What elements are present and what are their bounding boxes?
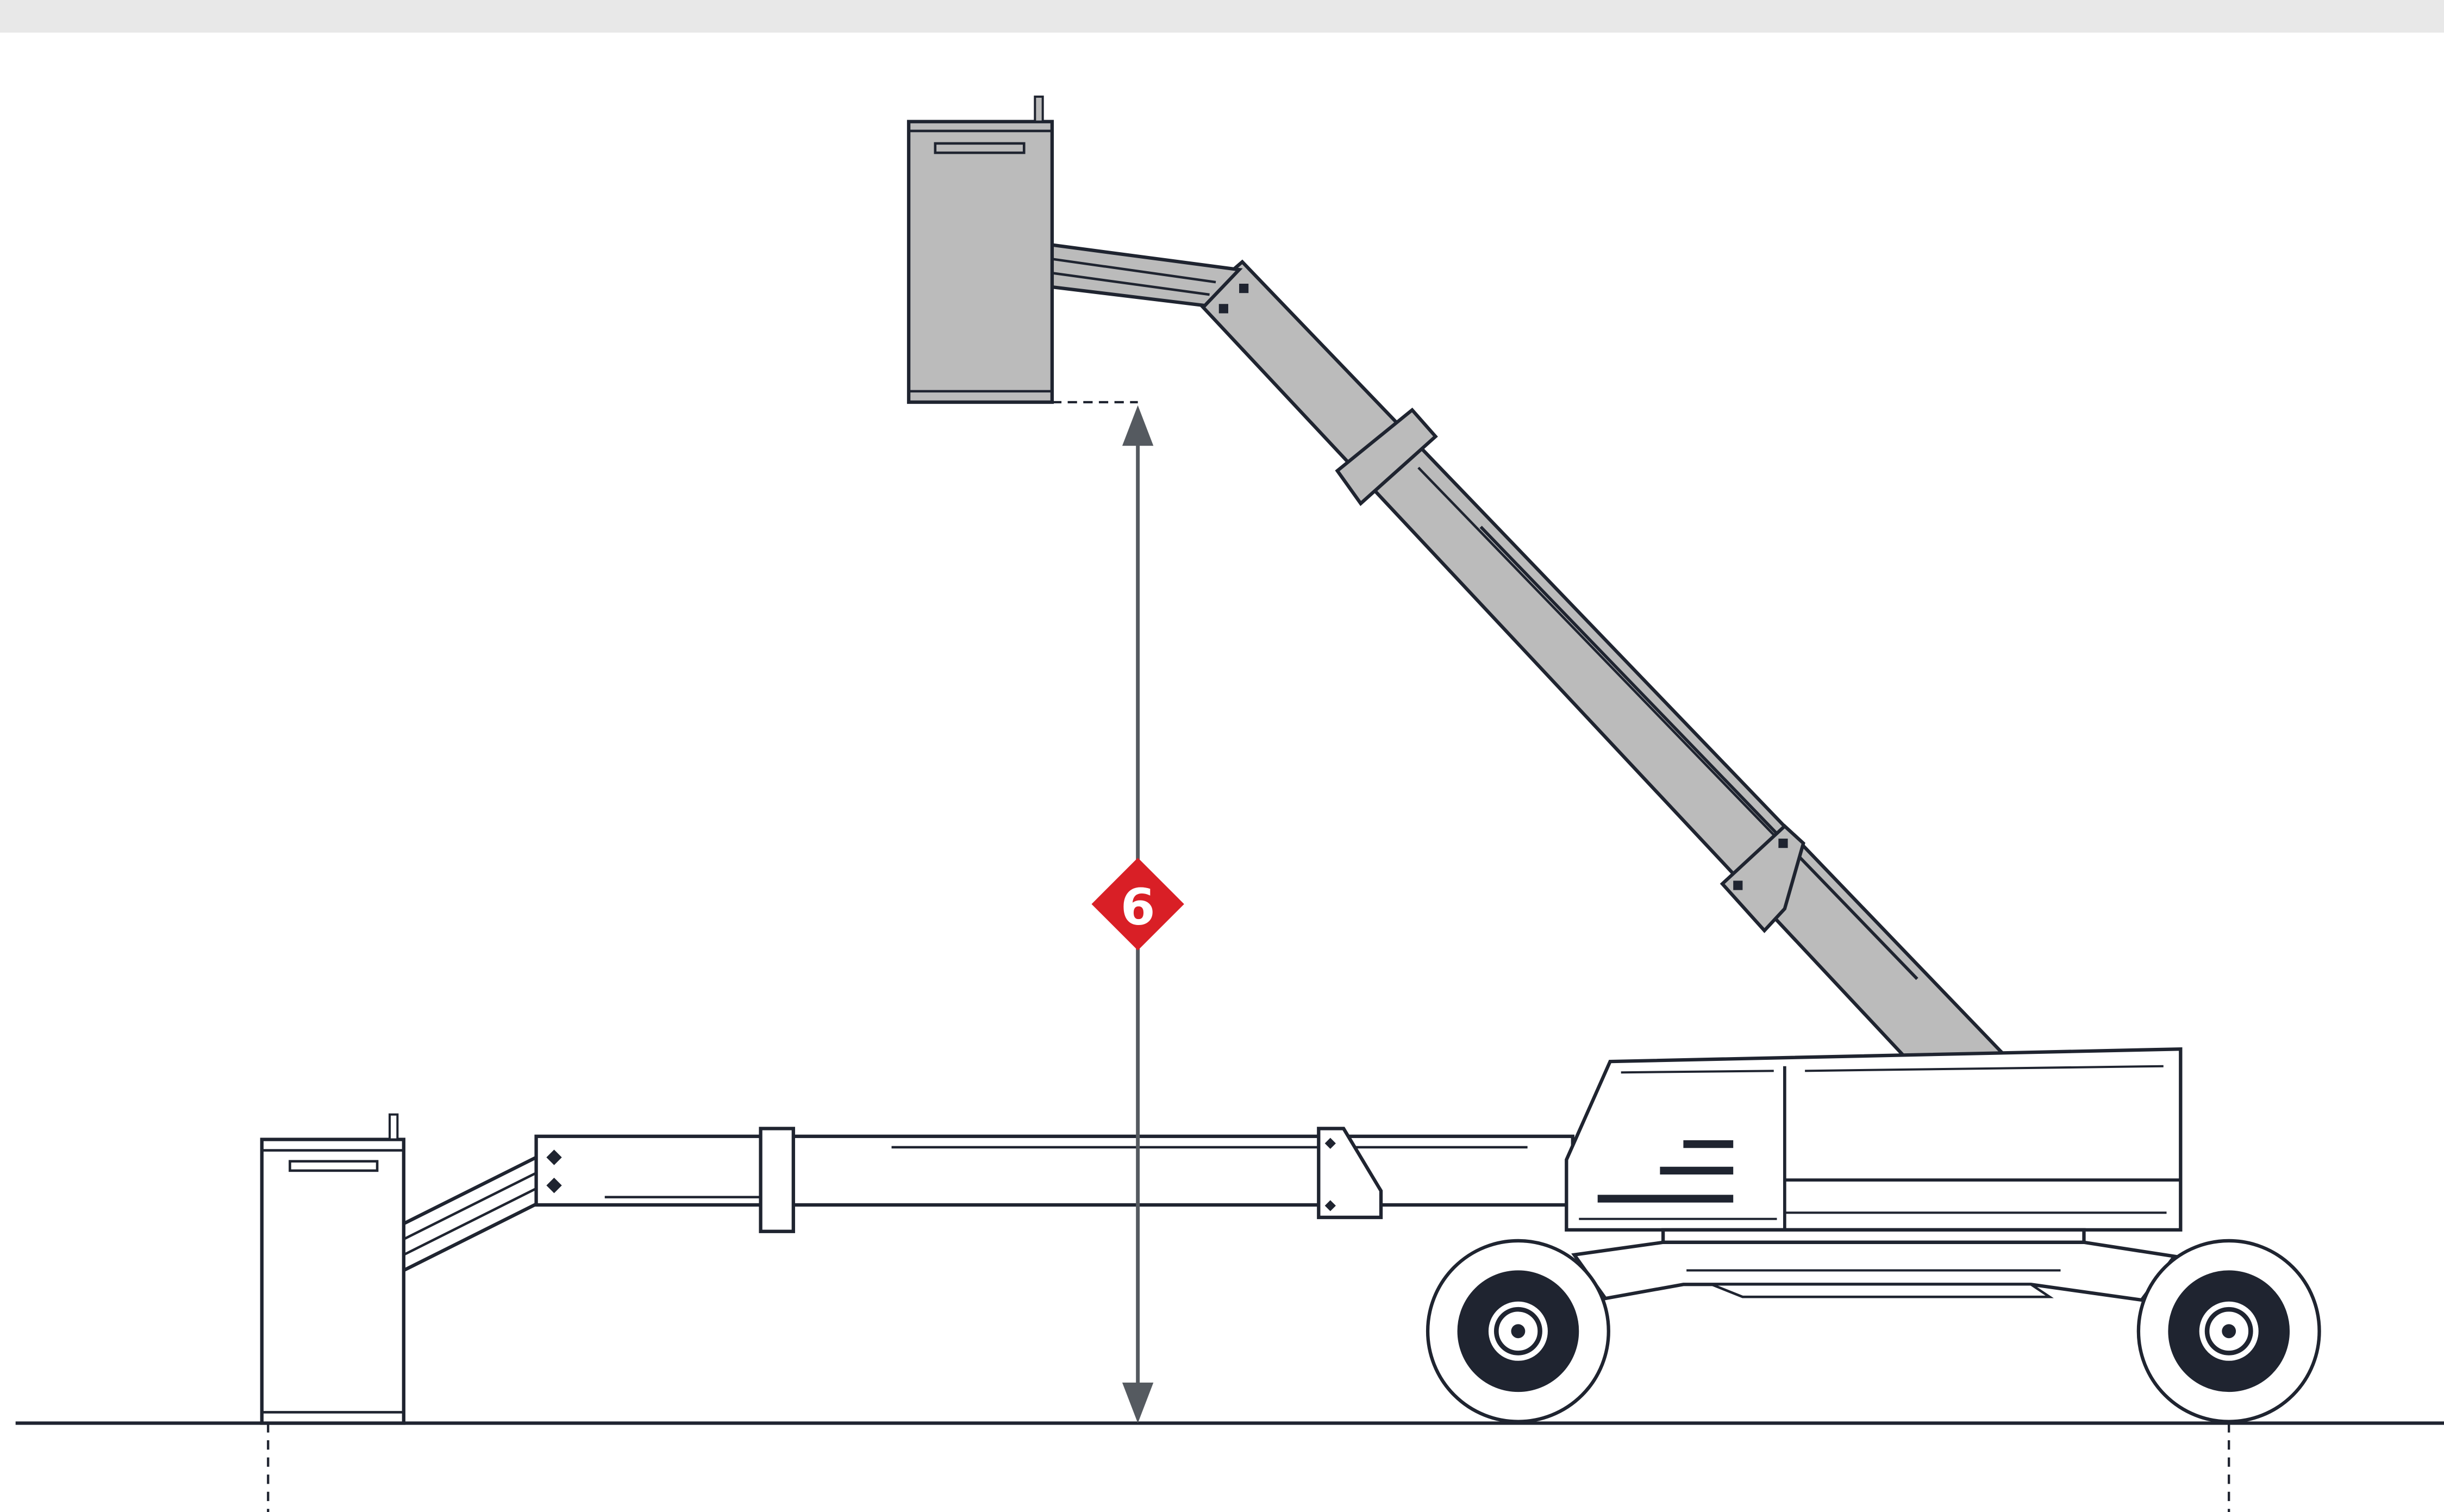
front-wheel [1426,1239,1610,1423]
lift-chassis [1565,1047,2183,1302]
raised-boom-collar-lower [1720,823,1805,933]
stowed-boom-pivot-plate [1317,1127,1383,1220]
turret-housing [1565,1047,2183,1232]
raised-jib-arm [1048,242,1243,308]
dimension-arrow-top [1122,405,1154,446]
stowed-platform-basket [260,1113,405,1425]
top-bar [0,0,2444,33]
stowed-boom-collar [759,1127,795,1233]
stowed-boom [402,1127,1574,1273]
rear-wheel [2136,1239,2321,1423]
stowed-jib-arm [402,1153,540,1273]
raised-boom-collar-upper [1335,407,1438,507]
raised-boom [1048,242,2010,1059]
dimension-arrow-bottom [1122,1382,1154,1423]
dimension-marker-diamond [1091,858,1184,951]
dimension-marker: 6 [1091,858,1184,951]
dimension-marker-label: 6 [1121,878,1155,936]
raised-boom-main-section [1195,259,2010,1059]
raised-platform-basket [907,95,1054,404]
turret-base [1661,1228,2086,1244]
